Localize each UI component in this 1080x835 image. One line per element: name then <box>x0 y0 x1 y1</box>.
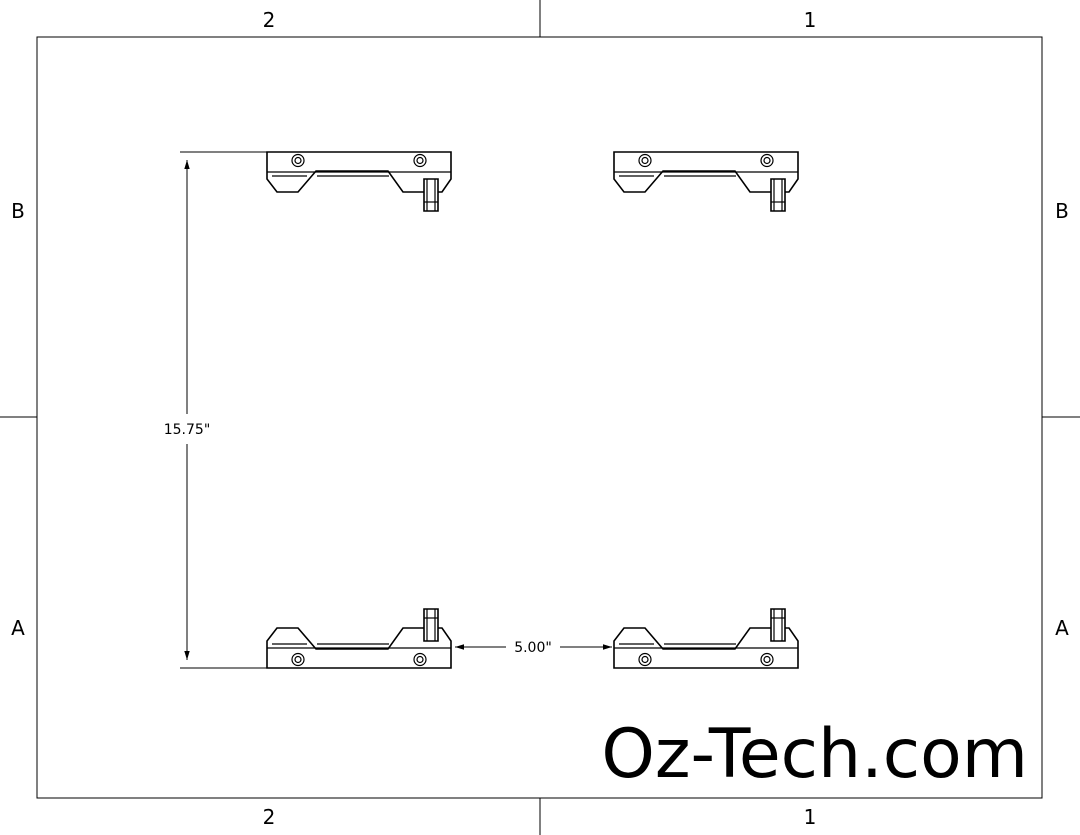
zone-label-right-b: B <box>1055 199 1069 223</box>
zone-label-left-b: B <box>11 199 25 223</box>
sheet-border <box>36 36 1043 799</box>
bracket-top-right <box>613 151 799 212</box>
zone-label-top-1: 1 <box>804 8 817 32</box>
dimension-horizontal: 5.00" <box>455 640 612 656</box>
bracket-top-left <box>266 151 452 212</box>
dimension-horizontal-label: 5.00" <box>514 640 552 656</box>
zone-label-bottom-2: 2 <box>263 805 276 829</box>
bracket-bottom-right <box>613 608 799 669</box>
brand-watermark: Oz-Tech.com <box>601 715 1028 794</box>
zone-label-bottom-1: 1 <box>804 805 817 829</box>
zone-label-top-2: 2 <box>263 8 276 32</box>
dimension-vertical: 15.75" <box>150 151 267 669</box>
bracket-bottom-left <box>266 608 452 669</box>
zone-label-left-a: A <box>11 616 25 640</box>
dimension-vertical-label: 15.75" <box>164 422 211 438</box>
zone-label-right-a: A <box>1055 616 1069 640</box>
